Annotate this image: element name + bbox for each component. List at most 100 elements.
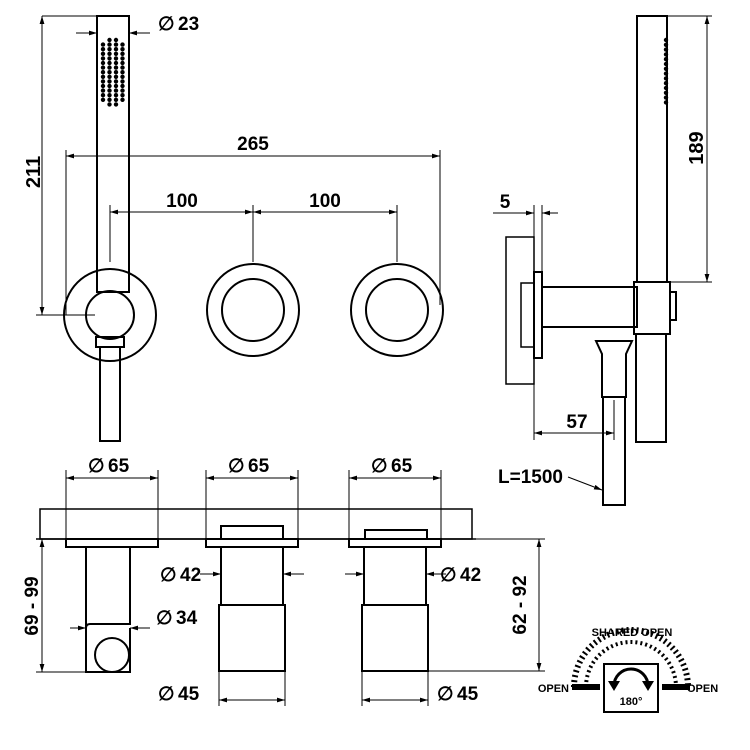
nozzle-dot [107,51,112,56]
dim-depth-right: 62 - 92 [510,575,531,634]
nozzle-dot [107,79,112,84]
dim-34: 34 [176,608,198,629]
label-shared-open: SHARED OPEN [592,627,673,639]
side-handshower [636,15,668,283]
side-nozzle-dot [663,81,669,86]
label-open-right: OPEN [687,683,718,695]
nozzle-dot [120,51,125,56]
valve-knob-middle [221,278,285,342]
nozzle-dot [120,42,125,47]
nozzle-dot [100,83,106,89]
nozzle-dot [113,83,119,89]
nozzle-dot [120,60,125,66]
side-connector [594,340,634,398]
nozzle-dot [113,88,119,93]
side-nozzle-dot [663,85,669,91]
nozzle-dot [120,88,125,93]
plate-middle [205,538,299,548]
side-nozzle-dot [663,100,669,105]
nozzle-dot [107,47,112,52]
nozzle-dot [107,93,112,98]
plate-right [348,538,442,548]
side-plate [533,271,543,359]
nozzle-dot [113,74,119,80]
valve-rotation-diagram: 180° SHARED OPEN OPEN OPEN [538,627,718,713]
nozzle-dot [107,88,112,93]
valve-cartridge-middle [218,604,286,672]
dim-265: 265 [237,134,269,155]
dim-45-mid-symbol: ∅ [158,684,175,705]
nozzle-dot [120,47,125,52]
nozzle-dot [113,79,119,84]
dim-42-mid: 42 [180,565,201,586]
dim-65-right-symbol: ∅ [371,456,388,477]
nozzle-dot [113,51,119,56]
nozzle-dot [120,56,125,61]
dim-45-mid: 45 [178,684,200,705]
nozzle-dot [113,102,119,107]
valve-plate-middle [206,263,300,357]
side-nozzle-dot [663,42,669,47]
nozzle-dot [120,65,125,70]
nozzle-dot [113,65,119,70]
dim-hose-length: L=1500 [498,467,563,488]
nozzle-dot [113,70,119,75]
nozzle-dot [107,60,112,66]
nozzle-dot [120,79,125,84]
side-nozzle-dot [663,76,669,81]
dim-42-mid-symbol: ∅ [160,565,177,586]
side-nozzle-dot [663,90,669,96]
holder-section [85,546,131,629]
dim-189: 189 [686,131,708,164]
dim-45-right-symbol: ∅ [437,684,454,705]
rotation-knob-box [603,663,659,713]
nozzle-dot [113,97,119,103]
valve-body-middle [220,546,284,606]
dim-23-symbol: ∅ [158,14,175,35]
wall-section [505,236,535,385]
side-nozzle-dot [663,57,669,62]
rotation-angle: 180° [620,696,643,708]
dim-depth-left: 69 - 99 [22,576,43,635]
nozzle-dot [120,83,125,89]
wall-band [39,508,473,540]
nozzle-dot [100,42,106,47]
nozzle-dot [120,70,125,75]
side-nozzle-dot [663,95,669,100]
side-handle [635,333,667,443]
side-handshower-base [633,281,671,335]
nozzle-dot [107,65,112,70]
plate-left [65,538,159,548]
rotation-arc-outer [571,627,691,688]
nozzle-dot [100,65,106,70]
nozzle-dot [100,47,106,52]
side-nozzles [663,37,669,105]
nozzle-dot [113,60,119,66]
dim-45-right: 45 [457,684,479,705]
front-view: 211 ∅ 23 265 100 100 [23,14,444,442]
side-hose [602,396,626,506]
nozzle-dot [107,97,112,103]
dim-57: 57 [566,412,587,433]
nozzle-dot [113,42,119,47]
nozzle-dot [107,102,112,107]
nozzle-dot [100,88,106,93]
nozzle-dot [113,93,119,98]
valve-cartridge-right [361,604,429,672]
handshower-nozzles [100,37,125,107]
nozzle-dot [100,97,106,103]
nozzle-dot [120,97,125,103]
dim-65-left: 65 [108,456,130,477]
side-holder [541,286,638,328]
nozzle-dot [107,56,112,61]
side-nozzle-dot [663,66,669,72]
dim-211: 211 [23,156,45,188]
nozzle-dot [100,70,106,75]
holder-ring [94,637,130,673]
valve-body-right [363,546,427,606]
dim-65-mid: 65 [248,456,270,477]
nozzle-dot [100,93,106,98]
dim-65-left-symbol: ∅ [88,456,105,477]
rotation-arc-inner [584,640,678,688]
nozzle-dot [107,83,112,89]
